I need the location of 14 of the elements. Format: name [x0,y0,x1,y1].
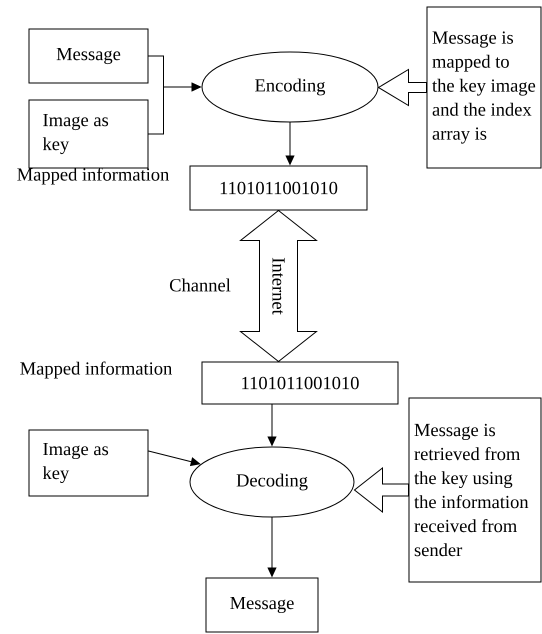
text-box: Message [28,28,148,84]
block-arrow [378,68,427,106]
data-box: 1101011001010 [202,362,398,404]
text-box: Image as key [28,100,148,168]
channel-label: Channel [170,278,230,292]
text-box: Image as key [28,430,148,496]
caption-text: Mapped information [17,168,170,184]
block-arrow [354,466,409,514]
text-box: Message [206,578,318,632]
caption-text: Mapped information [20,362,172,378]
note-box: Message is mapped to the key image and the index array is [426,6,542,168]
note-box: Message is retrieved from the key using the information received from sender [408,398,542,582]
edge-label: Internet [271,256,286,316]
data-box: 1101011001010 [190,166,368,210]
